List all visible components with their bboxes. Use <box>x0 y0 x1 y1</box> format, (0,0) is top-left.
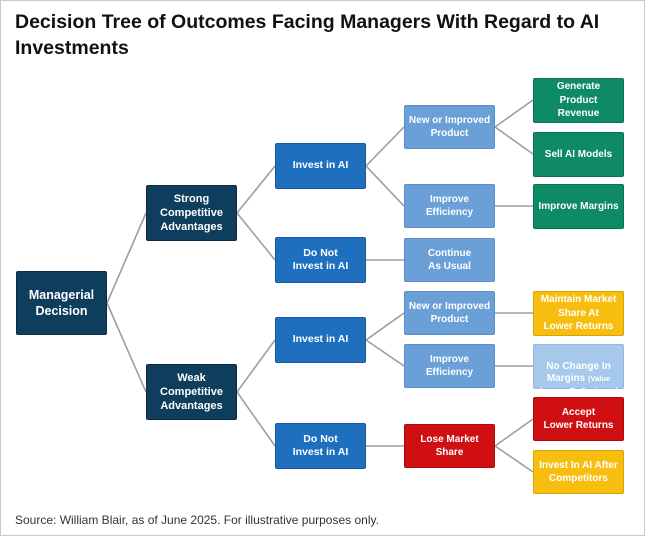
node-strong-improve-efficiency: Improve Efficiency <box>404 184 495 228</box>
node-continue-as-usual: Continue As Usual <box>404 238 495 282</box>
connector-weak-invest <box>236 339 276 393</box>
node-accept-lower-returns: Accept Lower Returns <box>533 397 624 441</box>
connector-winvest-efficiency <box>365 339 405 367</box>
connector-weak-notinvest <box>236 391 276 447</box>
connector-root-strong <box>106 212 147 304</box>
node-weak-invest-in-ai: Invest in AI <box>275 317 366 363</box>
connector-strong-invest <box>236 165 276 214</box>
node-weak-improve-efficiency: Improve Efficiency <box>404 344 495 388</box>
connector-product-sell <box>494 126 534 155</box>
connector-sinvest-product <box>365 126 405 167</box>
node-strong-do-not-invest: Do Not Invest in AI <box>275 237 366 283</box>
node-improve-margins: Improve Margins <box>533 184 624 229</box>
source-note: Source: William Blair, as of June 2025. … <box>15 513 379 527</box>
connector-lose-accept <box>494 418 534 447</box>
node-generate-product-revenue: Generate Product Revenue <box>533 78 624 123</box>
node-weak-competitive-advantages: Weak Competitive Advantages <box>146 364 237 420</box>
connector-sinvest-efficiency <box>365 165 405 207</box>
connector-lose-investafter <box>494 445 534 473</box>
node-no-change-in-margins: No Change In Margins (Value Accrues To C… <box>533 344 624 395</box>
node-maintain-market-share: Maintain Market Share At Lower Returns <box>533 291 624 336</box>
no-change-note: (Value Accrues To Customer) <box>538 374 619 395</box>
connector-winvest-product <box>365 312 405 341</box>
node-strong-new-or-improved-product: New or Improved Product <box>404 105 495 149</box>
node-managerial-decision: Managerial Decision <box>16 271 107 335</box>
connector-root-weak <box>106 302 147 393</box>
figure-title: Decision Tree of Outcomes Facing Manager… <box>15 11 600 59</box>
node-lose-market-share: Lose Market Share <box>404 424 495 468</box>
node-strong-invest-in-ai: Invest in AI <box>275 143 366 189</box>
node-weak-do-not-invest: Do Not Invest in AI <box>275 423 366 469</box>
node-sell-ai-models: Sell AI Models <box>533 132 624 177</box>
node-strong-competitive-advantages: Strong Competitive Advantages <box>146 185 237 241</box>
node-invest-in-ai-after-competitors: Invest In AI After Competitors <box>533 450 624 494</box>
node-weak-new-or-improved-product: New or Improved Product <box>404 291 495 335</box>
connector-strong-notinvest <box>236 212 276 261</box>
connector-product-revenue <box>494 99 534 128</box>
no-change-label: No Change In Margins <box>546 361 611 384</box>
